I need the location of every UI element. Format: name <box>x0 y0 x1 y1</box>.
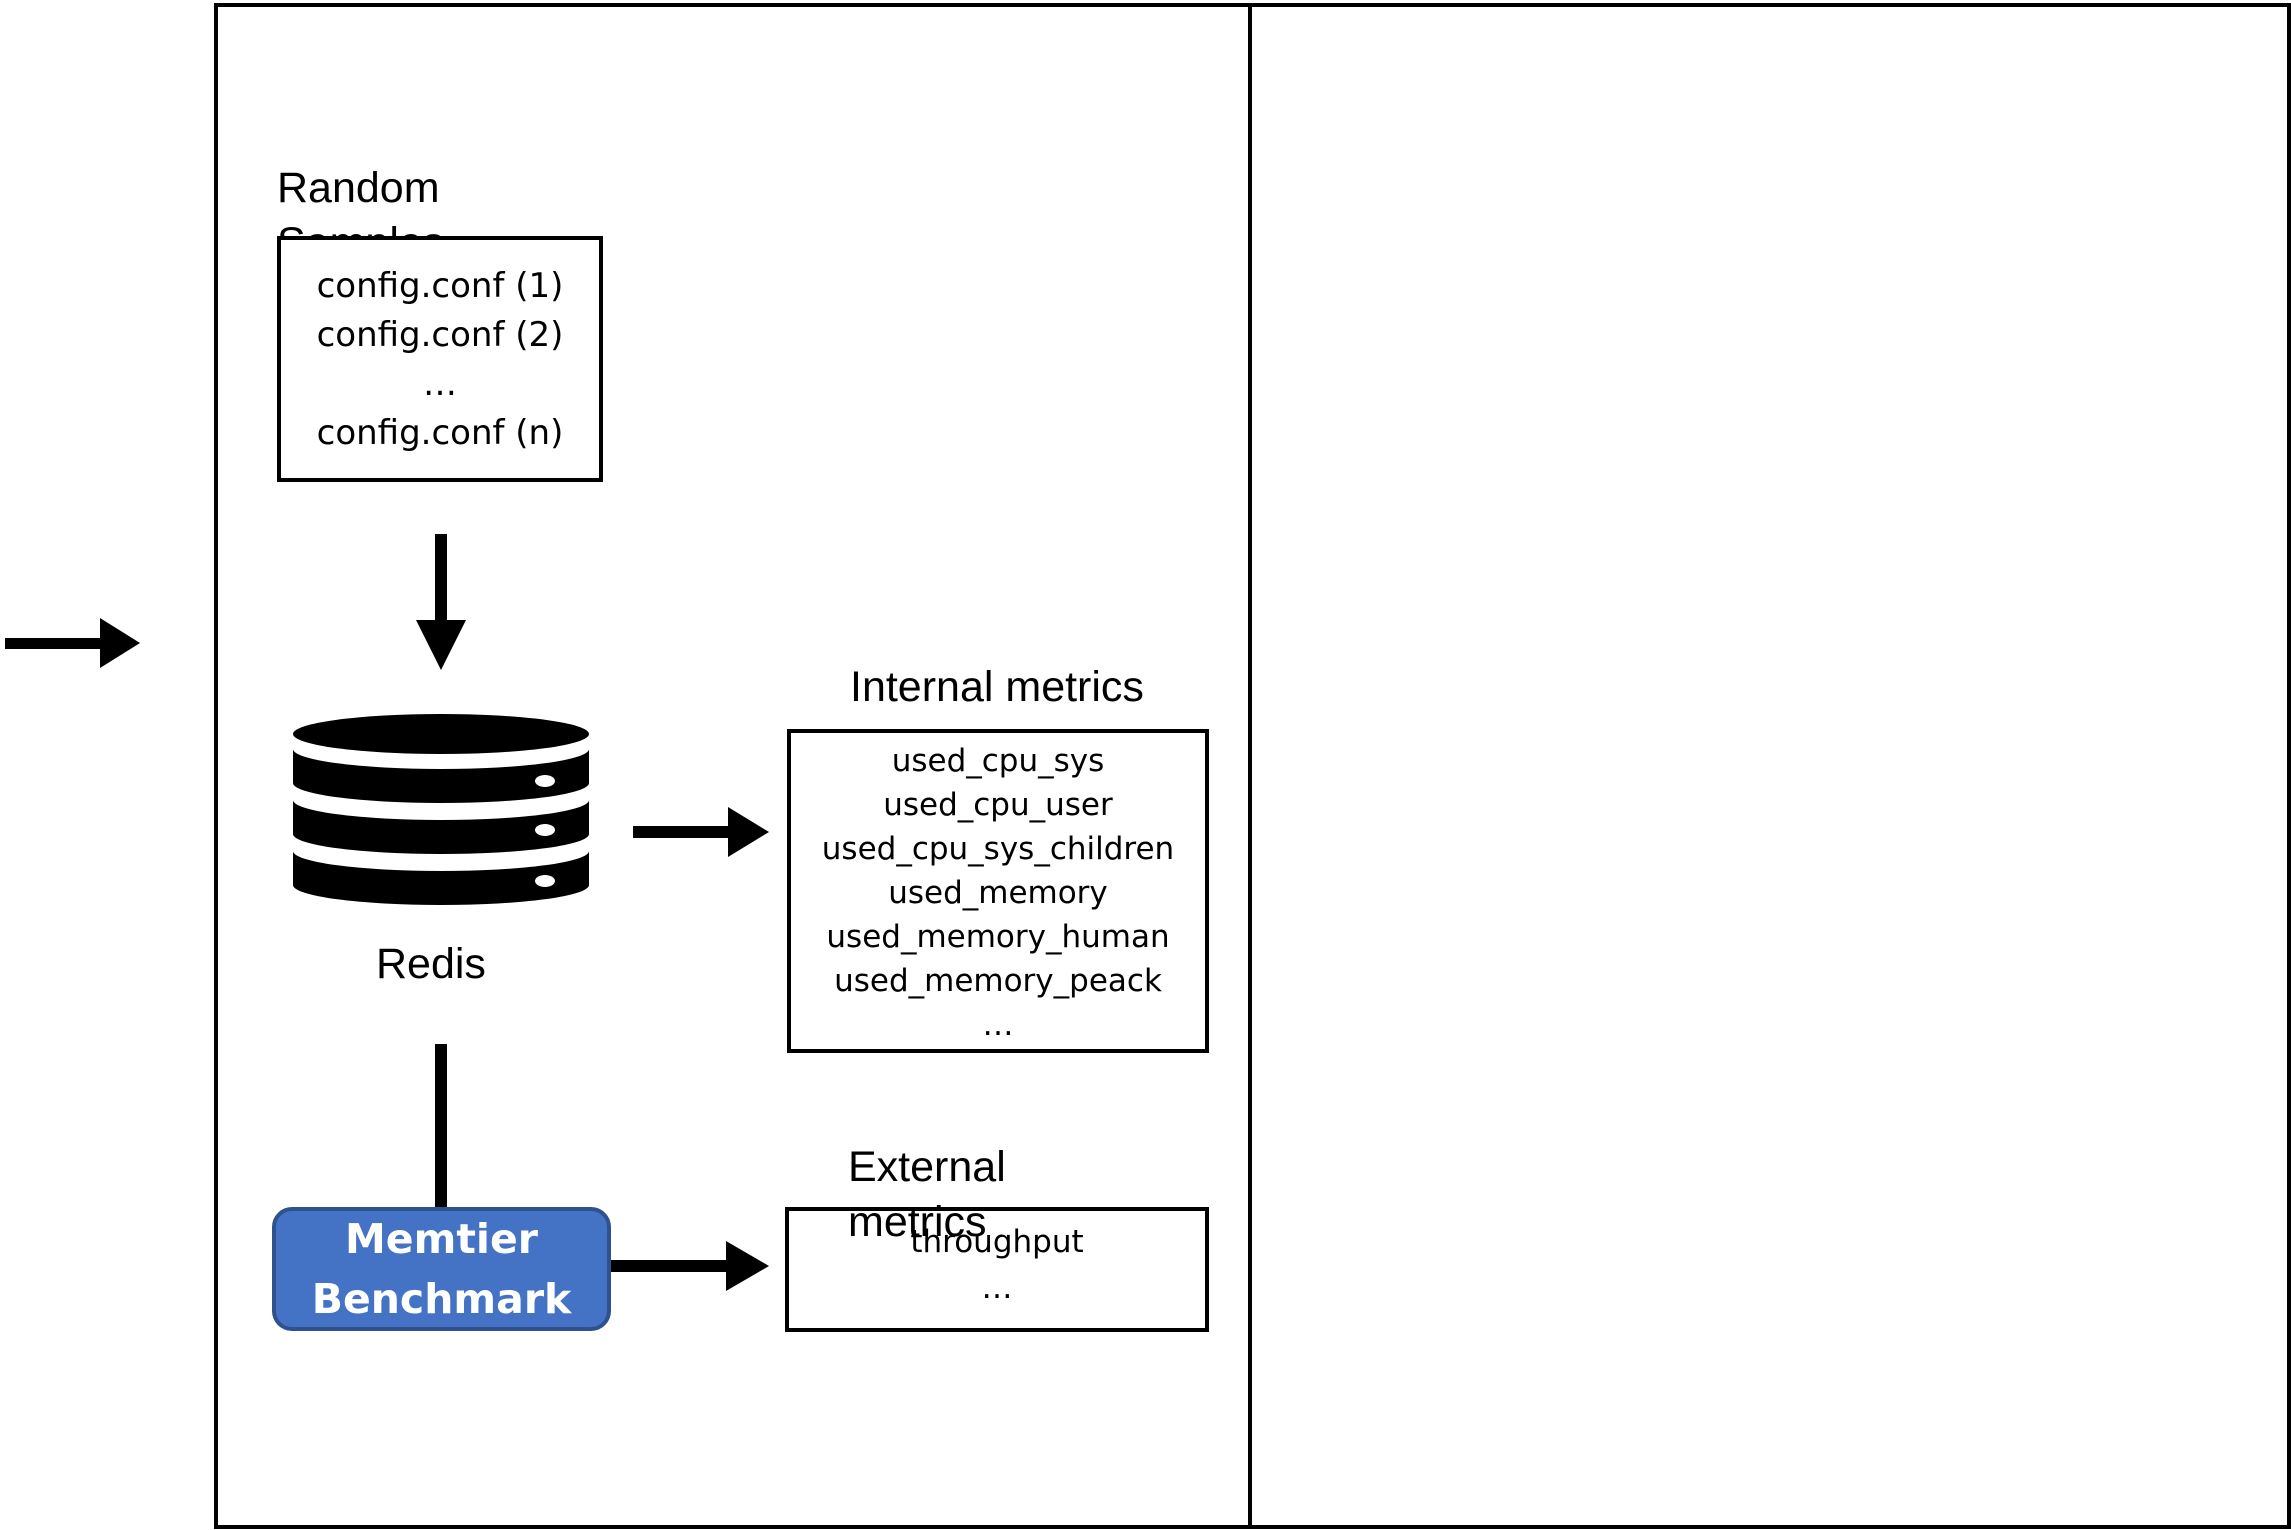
memtier-to-external-arrow <box>611 1241 769 1291</box>
metric-item: used_cpu_sys <box>891 743 1105 779</box>
metric-item: throughput <box>910 1224 1084 1260</box>
metric-item: … <box>981 1270 1013 1306</box>
database-server-icon <box>293 714 589 905</box>
memtier-label-line1: Memtier <box>344 1215 538 1263</box>
metric-item: used_memory_human <box>826 919 1170 955</box>
metric-item: used_memory <box>888 875 1108 911</box>
memtier-benchmark-node: Memtier Benchmark <box>272 1207 611 1331</box>
external-metrics-box: throughput … <box>785 1207 1209 1332</box>
random-samples-box: config.conf (1) config.conf (2) … config… <box>277 236 603 482</box>
samples-to-redis-arrow <box>416 534 466 670</box>
sample-item: config.conf (n) <box>316 413 564 453</box>
internal-metrics-heading: Internal metrics <box>850 663 1144 711</box>
incoming-arrow <box>5 618 140 668</box>
redis-label: Redis <box>376 940 486 988</box>
sample-item: config.conf (1) <box>316 266 564 306</box>
metric-item: used_cpu_sys_children <box>821 831 1175 867</box>
right-panel <box>1248 3 2291 1529</box>
sample-item: config.conf (2) <box>316 315 564 355</box>
sample-item: … <box>423 364 457 404</box>
samples-list: config.conf (1) config.conf (2) … config… <box>281 240 599 458</box>
redis-to-internal-arrow <box>633 807 769 857</box>
metric-item: used_cpu_user <box>883 787 1113 823</box>
external-metrics-heading: External metrics <box>848 1143 1006 1246</box>
memtier-label-line2: Benchmark <box>311 1275 572 1323</box>
metric-item: used_memory_peack <box>834 963 1162 999</box>
internal-metrics-list: used_cpu_sys used_cpu_user used_cpu_sys_… <box>791 733 1205 1047</box>
internal-metrics-box: used_cpu_sys used_cpu_user used_cpu_sys_… <box>787 729 1209 1053</box>
metric-item: … <box>982 1007 1014 1043</box>
redis-memtier-connector <box>435 1044 447 1207</box>
external-metrics-list: throughput … <box>789 1211 1205 1311</box>
